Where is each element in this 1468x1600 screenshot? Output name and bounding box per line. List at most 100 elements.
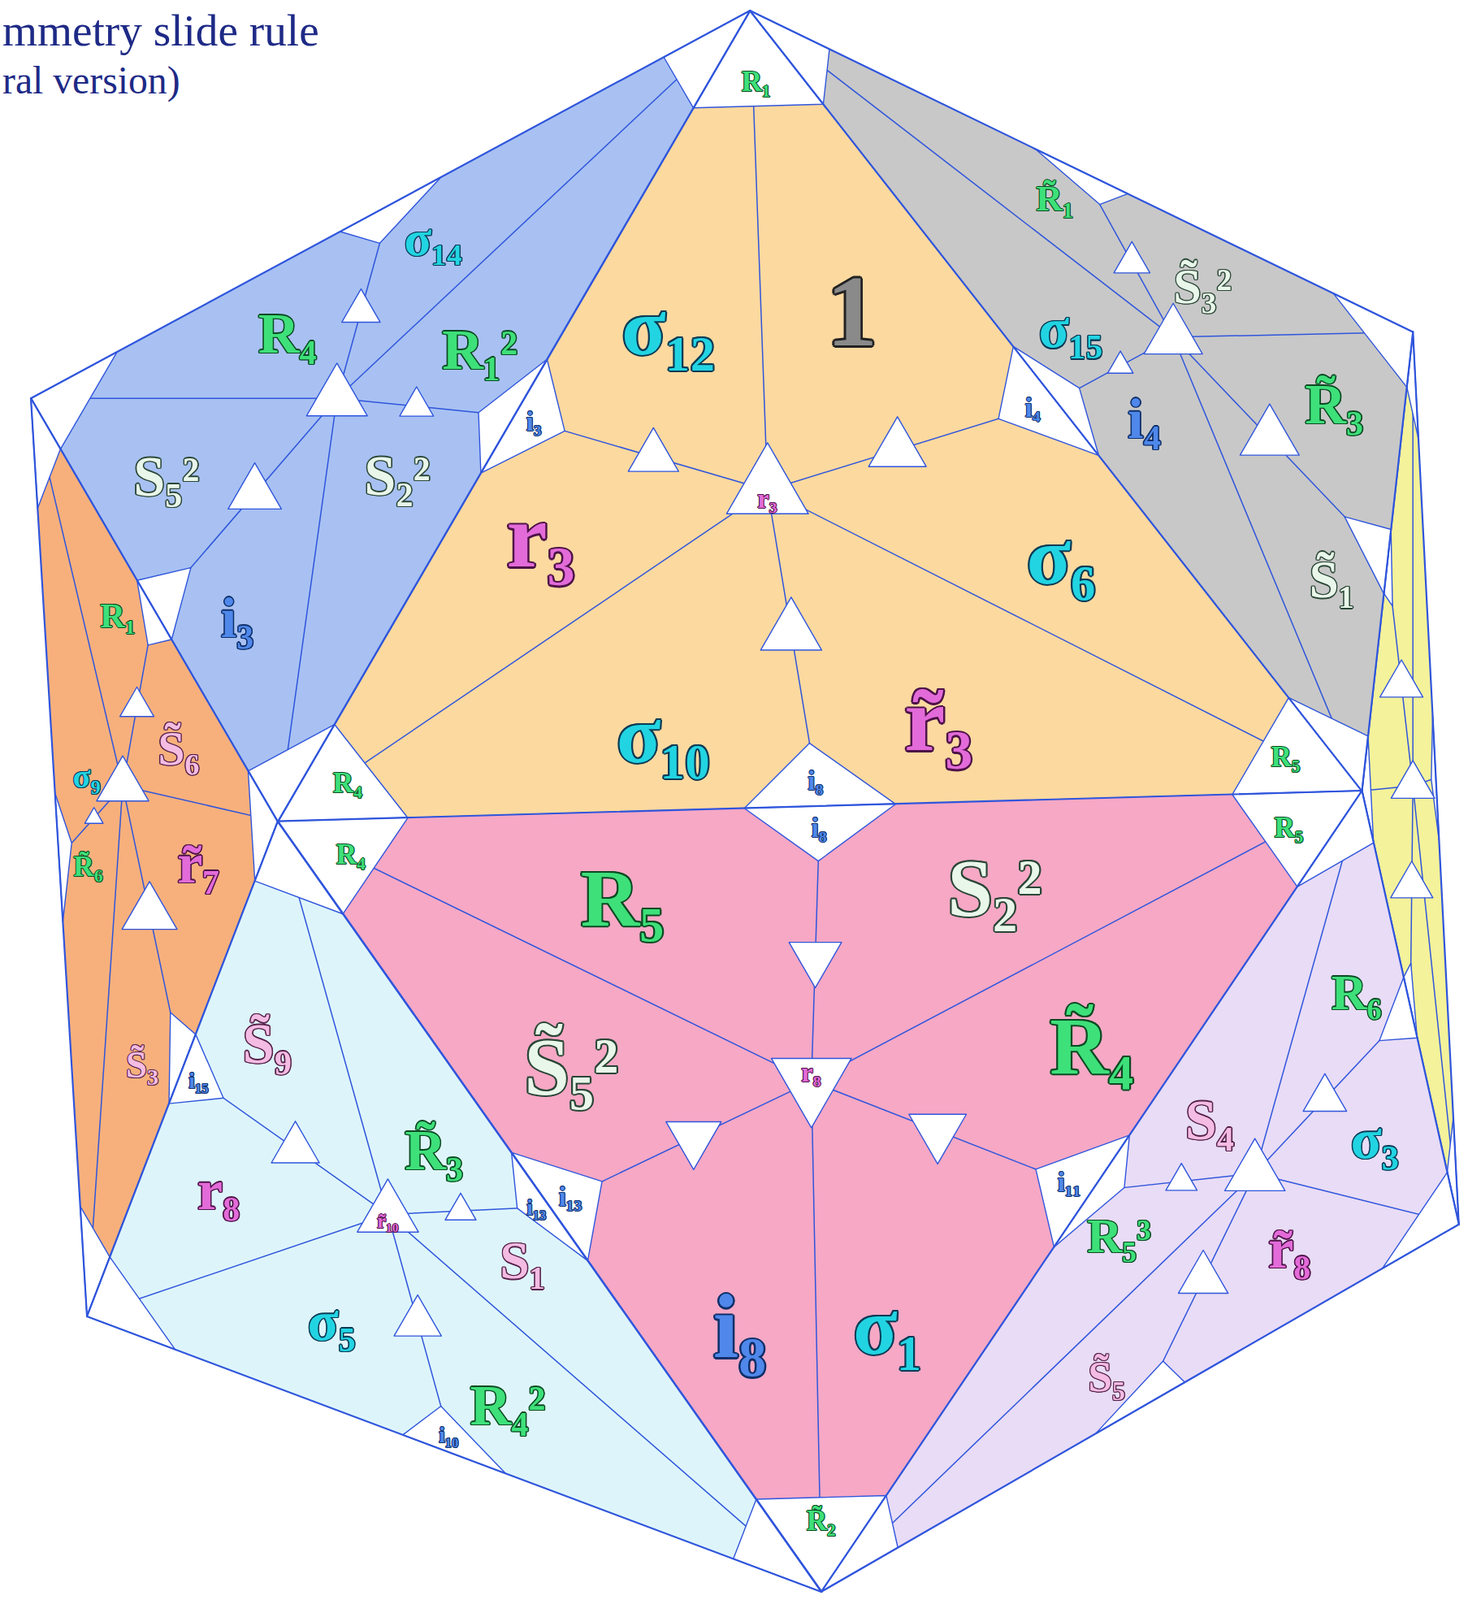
- reflection-label: σ₁₄: [404, 212, 463, 264]
- rotation-label: R̃₂: [806, 1506, 836, 1535]
- white-triangle: [254, 821, 343, 914]
- white-triangle: [306, 362, 368, 416]
- rotation-label: R₁: [99, 598, 135, 634]
- white-triangle: [1382, 1172, 1460, 1269]
- white-triangle: [394, 1294, 442, 1336]
- rotoreflection-label: S̃₃²: [1173, 260, 1232, 312]
- white-triangle: [1380, 659, 1424, 698]
- face-fill: [86, 821, 822, 1592]
- rotation-label: r̃₃: [904, 673, 973, 766]
- rotation-label: r̃₈: [1268, 1219, 1311, 1277]
- inversion-label: i₈: [713, 1280, 767, 1373]
- white-triangle: [627, 427, 679, 472]
- rotation-label: R₅³: [1086, 1212, 1152, 1262]
- rotation-label: R₁: [741, 67, 771, 96]
- face-fill: [821, 790, 1460, 1592]
- white-triangle: [1177, 1250, 1228, 1294]
- white-triangles: [821, 790, 1460, 1592]
- subtitle-note: ral version): [2, 59, 181, 102]
- white-triangle: [770, 1058, 852, 1128]
- white-triangles: [30, 10, 750, 822]
- reflection-label: σ₅: [307, 1291, 356, 1349]
- reflection-label: σ₁₀: [616, 693, 711, 776]
- white-triangles: [749, 10, 1413, 792]
- division-lines: [749, 10, 1413, 792]
- rotoreflection-label: S₅²: [133, 447, 200, 505]
- rotoreflection-label: S̃₅²: [523, 1025, 619, 1107]
- face-panel: R₆ σ₃ r̃₈ S̃₅ R₅³ S₄: [821, 790, 1460, 1592]
- page-title: mmetry slide rule: [2, 6, 320, 57]
- rotation-label: R₅: [1273, 814, 1304, 843]
- rotoreflection-label: S₂²: [363, 446, 430, 504]
- face-panel: R̃₁S̃₃²R̃₃S̃₁i₄σ₁₅: [749, 10, 1413, 792]
- rotation-label: r̃₇: [177, 834, 220, 892]
- rotoreflection-label: S₂²: [947, 846, 1042, 928]
- face-fill: [30, 10, 750, 822]
- face-panel: R̃₃S₁R₄²σ₅r₈S̃₉r̃₁₀i₁₃i₁₀i₁₅: [86, 821, 822, 1592]
- white-triangle: [1165, 1163, 1198, 1191]
- white-triangle: [908, 1113, 966, 1164]
- inversion-label: i₁₅: [188, 1069, 208, 1092]
- white-triangle: [84, 807, 103, 823]
- inversion-label: i₄: [1025, 394, 1041, 421]
- inversion-label: i₁₁: [1057, 1169, 1082, 1196]
- white-triangles: [86, 821, 822, 1592]
- rotation-label: R̃₄: [1049, 1004, 1134, 1087]
- white-triangle: [1390, 861, 1434, 898]
- reflection-label: σ₃: [1350, 1109, 1399, 1167]
- rotation-label: R₅: [580, 857, 665, 939]
- rotoreflection-label: S₄: [1185, 1091, 1235, 1148]
- white-triangle: [96, 755, 149, 802]
- white-triangle: [821, 1495, 898, 1592]
- rotation-label: R̃₆: [73, 853, 103, 882]
- rotation-label: R₅: [1270, 742, 1300, 771]
- face-shape: [821, 790, 1460, 1592]
- white-triangle: [119, 686, 154, 716]
- reflection-label: σ₁₂: [621, 285, 715, 368]
- rotoreflection-label: S̃₅: [1087, 1355, 1126, 1399]
- white-triangle: [1303, 1073, 1347, 1111]
- white-triangle: [1113, 241, 1150, 273]
- white-triangle: [1390, 760, 1435, 798]
- rotoreflection-label: S̃₆: [157, 723, 200, 773]
- inversion-label: i₃: [220, 588, 255, 646]
- rotoreflection-label: S̃₁: [1308, 553, 1355, 607]
- rotation-label: R₄: [258, 304, 317, 362]
- rotation-label: R₄: [336, 840, 366, 869]
- inversion-label: i₃: [526, 408, 542, 436]
- inversion-label: i₁₀: [438, 1423, 459, 1447]
- division-line: [30, 398, 123, 786]
- face-outline: [86, 821, 822, 1592]
- inversion-label: i₈: [807, 767, 823, 795]
- white-triangle: [744, 742, 897, 808]
- white-triangle: [1107, 350, 1133, 373]
- white-triangle: [1239, 403, 1300, 455]
- rotation-label: R₆: [1331, 968, 1382, 1018]
- white-triangle: [1333, 293, 1413, 387]
- white-triangle: [445, 1192, 477, 1220]
- face-outline: [749, 10, 1413, 792]
- inversion-label: i₁₃: [558, 1182, 583, 1210]
- division-lines: [30, 10, 750, 822]
- white-triangle: [744, 803, 897, 861]
- white-triangle: [788, 942, 842, 988]
- rotation-label: r̃₁₀: [376, 1210, 399, 1231]
- division-lines: [821, 790, 1460, 1592]
- rotation-label: R₄²: [469, 1376, 546, 1434]
- rotation-label: R̃₃: [404, 1121, 464, 1178]
- reflection-label: σ₉: [73, 760, 101, 793]
- white-triangle: [732, 1498, 821, 1592]
- white-triangle: [663, 10, 750, 109]
- rotation-label: R₁²: [441, 320, 518, 378]
- rotation-label: R₄: [333, 769, 363, 798]
- reflection-label: σ₁₅: [1038, 300, 1103, 357]
- white-triangle: [1297, 790, 1374, 887]
- division-line: [336, 10, 750, 399]
- white-triangle: [271, 1121, 320, 1163]
- rotation-label: r₈: [197, 1160, 240, 1218]
- white-triangle: [227, 462, 282, 509]
- rotation-label: r₃: [506, 489, 575, 582]
- white-triangle: [54, 792, 72, 922]
- inversion-label: i₄: [1127, 389, 1161, 447]
